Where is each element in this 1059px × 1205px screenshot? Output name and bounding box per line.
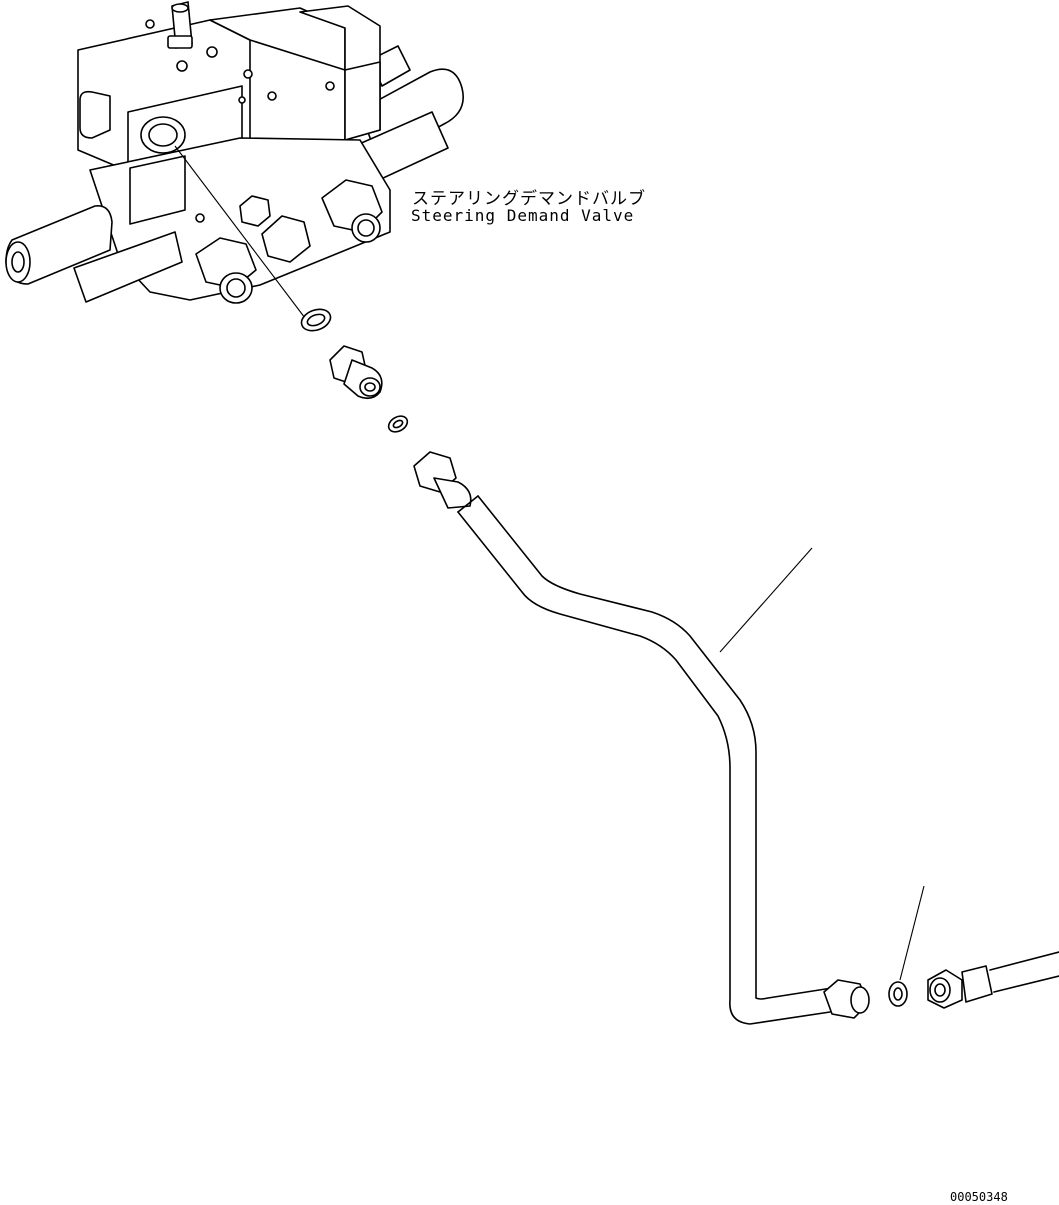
steering-tube[interactable] bbox=[413, 451, 870, 1025]
leader-line-tube bbox=[719, 547, 813, 653]
hose-fitting[interactable] bbox=[927, 951, 1059, 1009]
drawing-number: 00050348 bbox=[950, 1190, 1008, 1204]
o-ring-upper[interactable] bbox=[298, 305, 333, 334]
o-ring-small[interactable] bbox=[386, 413, 410, 435]
leader-line-o-ring bbox=[899, 885, 925, 981]
leader-line-valve bbox=[174, 145, 306, 319]
adapter-fitting[interactable] bbox=[329, 345, 383, 400]
steering-demand-valve[interactable] bbox=[5, 1, 464, 304]
valve-label-english: Steering Demand Valve bbox=[411, 206, 635, 225]
valve-label-japanese: ステアリングデマンドバルブ bbox=[412, 189, 646, 209]
o-ring-lower[interactable] bbox=[888, 981, 908, 1007]
